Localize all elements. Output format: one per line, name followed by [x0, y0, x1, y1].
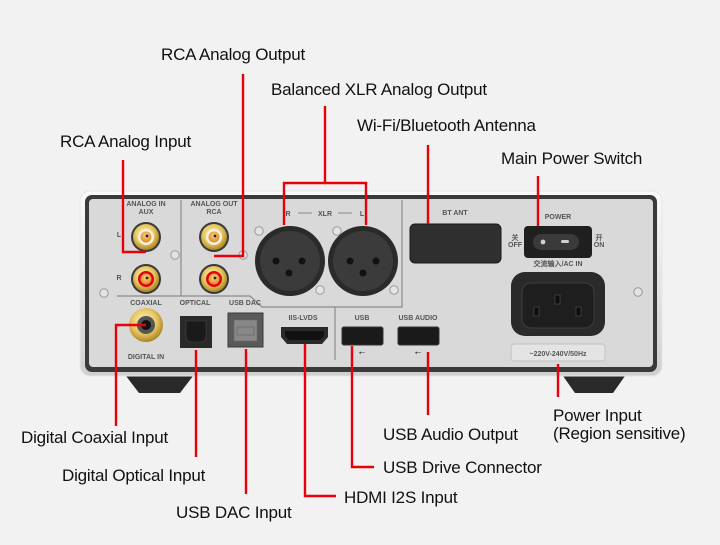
label-on-cn: 开: [596, 234, 603, 242]
label-left: L: [117, 232, 122, 239]
label-usb-dac: USB DAC: [229, 300, 261, 307]
label-aux: AUX: [139, 209, 154, 216]
xlr-left-connector: [328, 226, 398, 296]
callout-main-power-switch: Main Power Switch: [501, 149, 643, 168]
bt-antenna-cover: [409, 223, 502, 264]
callout-usb-drive-connector: USB Drive Connector: [383, 458, 542, 477]
line-xlr-bracket: [282, 181, 368, 225]
callout-rca-analog-output: RCA Analog Output: [161, 45, 306, 64]
label-analog-out: ANALOG OUT: [190, 201, 238, 208]
xlr-right-connector: [255, 226, 325, 296]
rca-in-right: [131, 264, 161, 294]
label-rca: RCA: [206, 209, 221, 216]
rca-in-left: [131, 222, 161, 252]
label-coaxial: COAXIAL: [130, 300, 162, 307]
hdmi-port: [281, 327, 328, 344]
label-voltage: ~220V-240V/50Hz: [529, 351, 587, 358]
left-foot: [126, 376, 193, 393]
label-on: ON: [594, 242, 605, 249]
power-rocker-switch[interactable]: [524, 226, 592, 258]
label-xlr-l: L: [360, 211, 365, 218]
label-xlr-r: R: [285, 211, 290, 218]
iec-power-inlet: [511, 272, 605, 336]
usb-b-port: [227, 312, 264, 348]
callout-power-input-note: (Region sensitive): [553, 424, 686, 443]
callout-wifi-bt-antenna: Wi-Fi/Bluetooth Antenna: [357, 116, 536, 135]
label-digital-in: DIGITAL IN: [128, 354, 164, 361]
rca-out-right: [199, 264, 229, 294]
usb-symbol-icon: ⭠: [415, 348, 422, 357]
label-analog-in: ANALOG IN: [126, 201, 165, 208]
label-iis-lvds: IIS-LVDS: [288, 315, 317, 322]
label-power: POWER: [545, 214, 571, 221]
usb-audio-port: [397, 326, 440, 346]
callout-usb-dac-input: USB DAC Input: [176, 503, 292, 522]
callout-digital-optical-input: Digital Optical Input: [62, 466, 206, 485]
callout-lines: [114, 74, 560, 498]
label-off-cn: 关: [512, 233, 519, 242]
callout-usb-audio-output: USB Audio Output: [383, 425, 518, 444]
callout-digital-coaxial-input: Digital Coaxial Input: [21, 428, 168, 447]
callout-rca-analog-input: RCA Analog Input: [60, 132, 192, 151]
line-hdmi: [303, 344, 336, 498]
label-ac-in: 交流输入/AC IN: [534, 259, 583, 268]
line-usb-drive: [350, 346, 374, 469]
callout-power-input: Power Input: [553, 406, 642, 425]
label-right: R: [116, 275, 121, 282]
right-foot: [563, 376, 625, 393]
usb-drive-port: [341, 326, 384, 346]
line-rca-output: [214, 74, 245, 258]
label-usb: USB: [355, 315, 370, 322]
label-off: OFF: [508, 242, 523, 249]
line-rca-input: [121, 160, 146, 254]
label-usb-audio: USB AUDIO: [398, 315, 438, 322]
callout-hdmi-i2s-input: HDMI I2S Input: [344, 488, 458, 507]
label-xlr: XLR: [318, 211, 332, 218]
label-optical: OPTICAL: [180, 300, 211, 307]
voltage-plate: [510, 343, 606, 362]
optical-port: [180, 316, 212, 348]
usb-symbol-icon: ⭠: [359, 348, 366, 357]
label-bt-ant: BT ANT: [442, 210, 468, 217]
callout-balanced-xlr-output: Balanced XLR Analog Output: [271, 80, 487, 99]
line-coaxial: [114, 323, 146, 426]
rca-out-left: [199, 222, 229, 252]
